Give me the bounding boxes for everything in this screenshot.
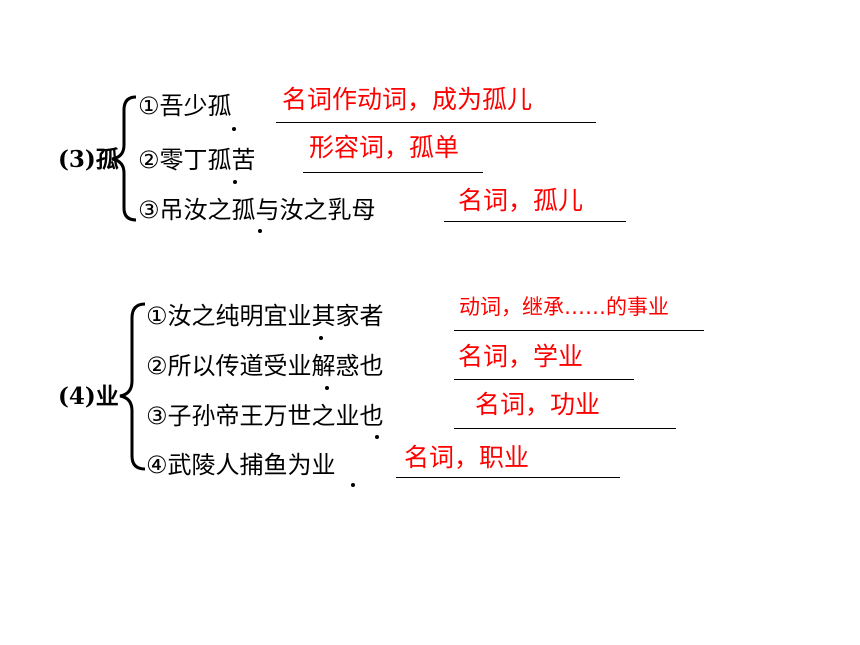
answer-line xyxy=(454,379,634,380)
group-3-label: (3)孤 xyxy=(58,146,119,173)
emphasis-dot xyxy=(319,336,323,340)
answer-line xyxy=(454,330,704,331)
emphasis-dot xyxy=(351,483,355,487)
answer-line xyxy=(276,122,596,123)
group-4-label: (4)业 xyxy=(58,383,119,410)
group-4-item-4: ④武陵人捕鱼为业 xyxy=(146,451,336,479)
group-4-item-2: ②所以传道受业解惑也 xyxy=(146,352,384,380)
answer-text: 名词，孤儿 xyxy=(458,186,584,215)
answer-text: 名词，功业 xyxy=(475,390,601,419)
emphasis-dot xyxy=(233,180,237,184)
group-3-item-3: ③吊汝之孤与汝之乳母 xyxy=(138,196,376,224)
group-4-item-3: ③子孙帝王万世之业也 xyxy=(146,402,384,430)
group-3-item-2: ②零丁孤苦 xyxy=(138,146,256,174)
emphasis-dot xyxy=(375,435,379,439)
emphasis-dot xyxy=(325,386,329,390)
answer-text: 形容词，孤单 xyxy=(309,133,460,162)
emphasis-dot xyxy=(258,229,262,233)
answer-line xyxy=(303,172,483,173)
answer-text: 名词，学业 xyxy=(458,342,584,371)
answer-text: 动词，继承……的事业 xyxy=(459,295,669,319)
group-4-item-1: ①汝之纯明宜业其家者 xyxy=(146,302,384,330)
group-3-item-1: ①吾少孤 xyxy=(138,92,232,120)
answer-line xyxy=(396,477,620,478)
answer-text: 名词作动词，成为孤儿 xyxy=(282,85,533,114)
brace-group-4 xyxy=(119,302,146,471)
emphasis-dot xyxy=(232,127,236,131)
answer-line xyxy=(454,428,676,429)
brace-group-3 xyxy=(111,95,137,222)
answer-line xyxy=(444,221,626,222)
answer-text: 名词，职业 xyxy=(404,443,530,472)
